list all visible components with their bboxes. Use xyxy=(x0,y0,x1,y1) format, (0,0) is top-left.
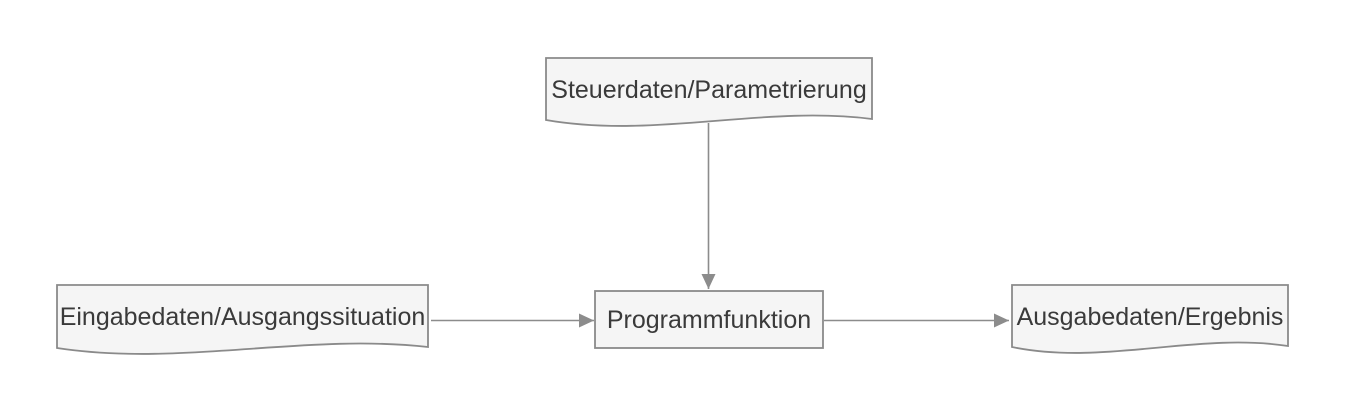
document-shape xyxy=(1011,284,1289,354)
document-shape xyxy=(545,57,873,127)
node-ausgabedaten: Ausgabedaten/Ergebnis xyxy=(1011,284,1289,354)
node-label: Programmfunktion xyxy=(607,306,811,334)
process-shape xyxy=(594,290,824,349)
node-label: Ausgabedaten/Ergebnis xyxy=(1017,303,1284,331)
node-eingabedaten: Eingabedaten/Ausgangssituation xyxy=(56,284,429,355)
node-label: Eingabedaten/Ausgangssituation xyxy=(60,303,426,331)
document-shape xyxy=(56,284,429,355)
node-label: Steuerdaten/Parametrierung xyxy=(551,76,866,104)
node-steuerdaten: Steuerdaten/Parametrierung xyxy=(545,57,873,127)
node-programmfunktion: Programmfunktion xyxy=(594,290,824,349)
